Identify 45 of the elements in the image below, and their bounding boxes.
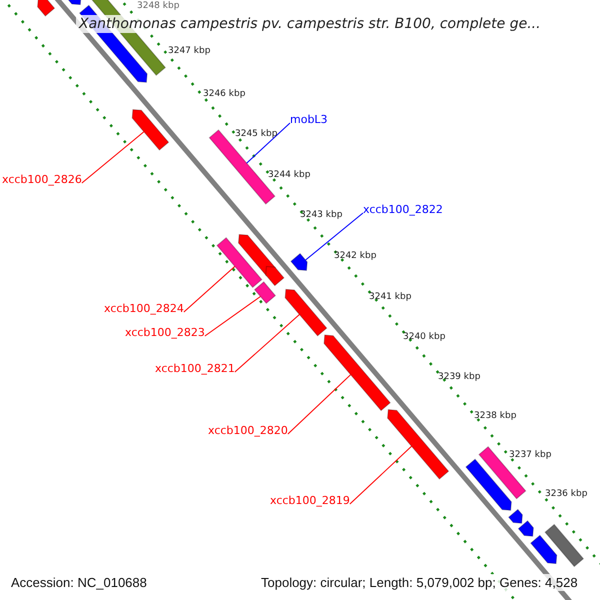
gene-feature bbox=[465, 458, 512, 511]
gene-label: xccb100_2826 bbox=[2, 173, 82, 186]
gene-label: xccb100_2824 bbox=[104, 302, 184, 315]
gene-feature bbox=[508, 508, 523, 524]
leader-line bbox=[246, 122, 290, 164]
leader-line bbox=[305, 212, 364, 261]
gene-feature bbox=[284, 288, 328, 337]
gene-feature bbox=[37, 0, 56, 17]
scale-label: 3246 kbp bbox=[203, 89, 246, 99]
gene-feature bbox=[132, 109, 170, 151]
gene-label: xccb100_2819 bbox=[270, 494, 350, 507]
leader-line bbox=[287, 374, 352, 434]
gene-label: mobL3 bbox=[290, 113, 328, 126]
leader-line bbox=[234, 314, 300, 372]
scale-label: 3240 kbp bbox=[403, 332, 446, 342]
gene-feature bbox=[290, 252, 308, 271]
leader-line bbox=[183, 266, 236, 312]
scale-label: 3244 kbp bbox=[268, 170, 310, 180]
scale-label: 3243 kbp bbox=[300, 210, 342, 220]
scale-label: 3241 kbp bbox=[369, 292, 412, 302]
scale-label: 3238 kbp bbox=[474, 411, 516, 421]
scale-label: 3242 kbp bbox=[334, 251, 376, 261]
scale-label: 3239 kbp bbox=[438, 372, 480, 382]
leader-line bbox=[204, 296, 261, 336]
leader-line bbox=[81, 131, 144, 184]
gene-label: xccb100_2823 bbox=[125, 326, 205, 339]
gene-feature bbox=[254, 281, 276, 304]
gene-feature bbox=[324, 334, 391, 412]
gene-feature bbox=[238, 234, 276, 276]
leader-line bbox=[349, 446, 412, 504]
gene-label: xccb100_2820 bbox=[208, 424, 288, 437]
gene-feature bbox=[518, 520, 534, 537]
scale-label: 3247 kbp bbox=[168, 46, 210, 56]
gene-feature bbox=[530, 534, 558, 564]
scale-label: 3236 kbp bbox=[545, 489, 588, 499]
gene-label: xccb100_2821 bbox=[155, 362, 235, 375]
gene-label: xccb100_2822 bbox=[363, 203, 443, 216]
scale-label: 3245 kbp bbox=[235, 129, 278, 139]
gene-feature bbox=[66, 0, 82, 6]
gene-feature bbox=[265, 266, 285, 286]
scale-label: 3248 kbp bbox=[137, 1, 180, 11]
gene-feature bbox=[544, 524, 584, 568]
scale-label: 3237 kbp bbox=[509, 450, 552, 460]
gene-feature bbox=[216, 237, 262, 288]
gene-feature bbox=[387, 409, 450, 480]
